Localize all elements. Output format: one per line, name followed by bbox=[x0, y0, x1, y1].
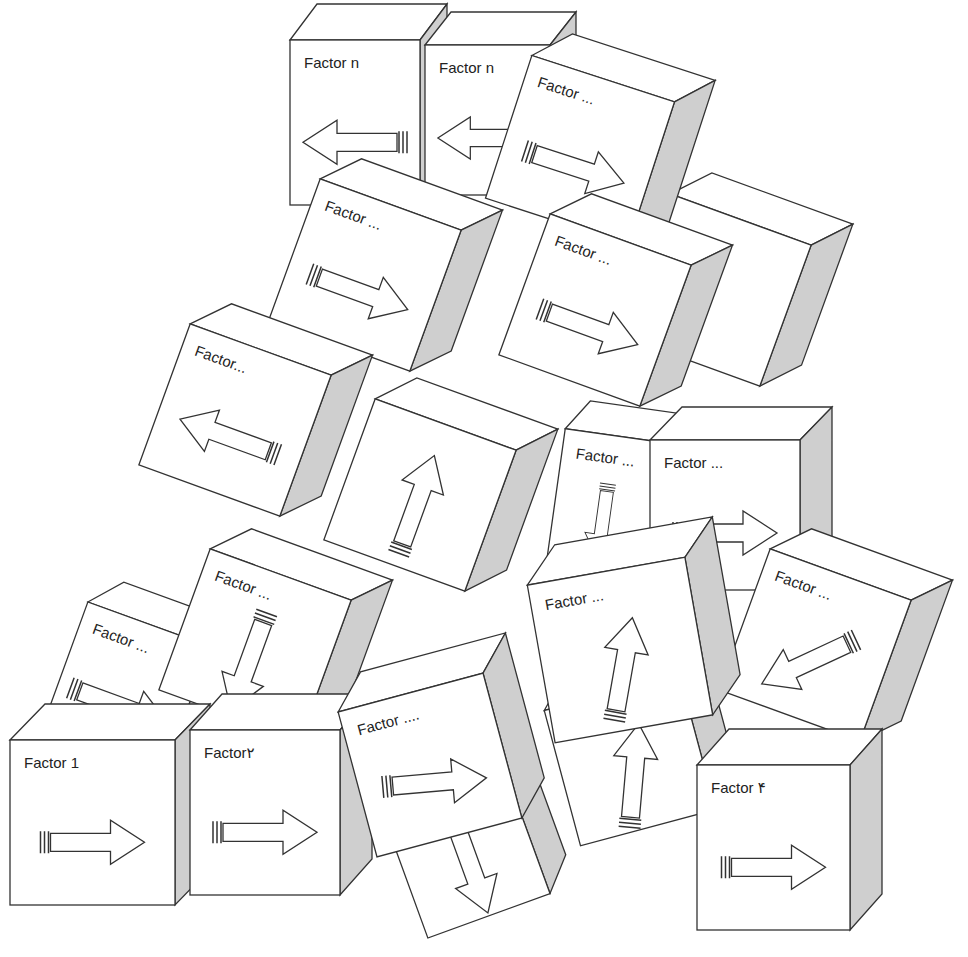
factor-label: Factor 1 bbox=[24, 754, 79, 772]
direction-arrow bbox=[213, 810, 317, 854]
factor-cube: Factor ... bbox=[527, 557, 712, 742]
factor-label: Factor ... bbox=[664, 454, 723, 472]
factor-cube: Factor... bbox=[139, 324, 331, 516]
factor-label: Factor۲ bbox=[204, 744, 255, 762]
cube-shape bbox=[527, 557, 712, 742]
factor-cube: Factor 1 bbox=[10, 740, 175, 905]
blank-cube bbox=[324, 367, 558, 602]
factor-cube: Factor ۴ bbox=[697, 765, 850, 930]
factor-cube: Factor۲ bbox=[190, 730, 340, 895]
cube-shape bbox=[499, 214, 691, 406]
direction-arrow bbox=[593, 614, 654, 724]
direction-arrow bbox=[41, 820, 145, 864]
factor-cube: Factor ... bbox=[499, 214, 691, 406]
direction-arrow bbox=[532, 288, 645, 365]
factor-label: Factor n bbox=[439, 59, 494, 77]
direction-arrow bbox=[722, 845, 826, 889]
direction-arrow bbox=[381, 756, 488, 809]
direction-arrow bbox=[752, 620, 865, 704]
cube-shape bbox=[139, 324, 331, 516]
factor-label: Factor n bbox=[304, 54, 359, 72]
direction-arrow bbox=[518, 130, 631, 204]
direction-arrow bbox=[172, 398, 285, 475]
factor-label: Factor ۴ bbox=[711, 779, 766, 797]
direction-arrow bbox=[302, 253, 415, 330]
direction-arrow bbox=[303, 120, 407, 164]
